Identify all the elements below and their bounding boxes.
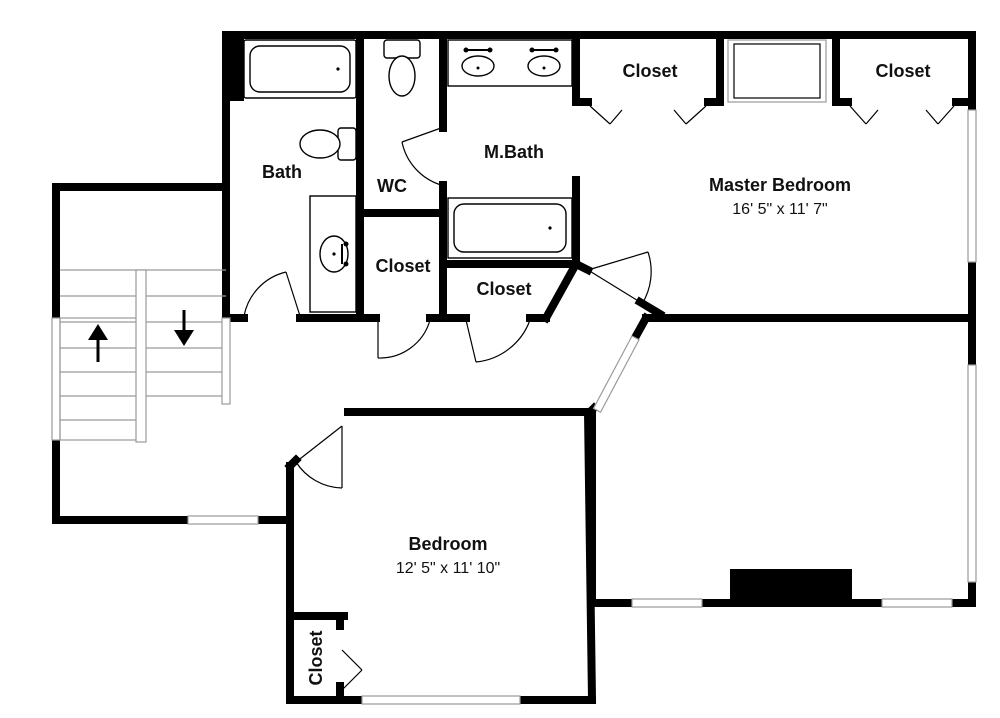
arrow-down-icon	[174, 310, 194, 346]
bathtub-icon	[447, 197, 573, 259]
room-label-wc: WC	[377, 176, 407, 196]
room-label-master-bedroom: Master Bedroom	[709, 175, 851, 195]
interior-walls	[222, 31, 976, 705]
room-labels: Bath WC M.Bath Closet Closet Master Bedr…	[262, 61, 931, 686]
room-label-closet-bedroom: Closet	[306, 630, 326, 685]
doors	[243, 105, 955, 691]
room-label-bedroom: Bedroom	[408, 534, 487, 554]
staircase	[59, 269, 231, 443]
sink-icon	[309, 195, 357, 313]
fireplace	[730, 569, 852, 605]
room-label-closet-mid-left: Closet	[375, 256, 430, 276]
bathtub-icon	[243, 39, 357, 99]
windows	[51, 39, 977, 705]
fixtures	[243, 39, 573, 313]
room-label-mbath: M.Bath	[484, 142, 544, 162]
room-label-closet-top-left: Closet	[622, 61, 677, 81]
room-label-closet-mid-right: Closet	[476, 279, 531, 299]
outer-walls	[52, 31, 976, 704]
room-dims-bedroom: 12' 5" x 11' 10"	[396, 560, 500, 577]
room-dims-master-bedroom: 16' 5" x 11' 7"	[732, 201, 827, 218]
room-label-bath: Bath	[262, 162, 302, 182]
toilet-icon	[383, 39, 421, 97]
room-label-closet-top-right: Closet	[875, 61, 930, 81]
arrow-up-icon	[88, 324, 108, 362]
toilet-icon	[299, 127, 357, 161]
master-window-seat	[727, 39, 827, 103]
double-sink-icon	[447, 39, 573, 87]
